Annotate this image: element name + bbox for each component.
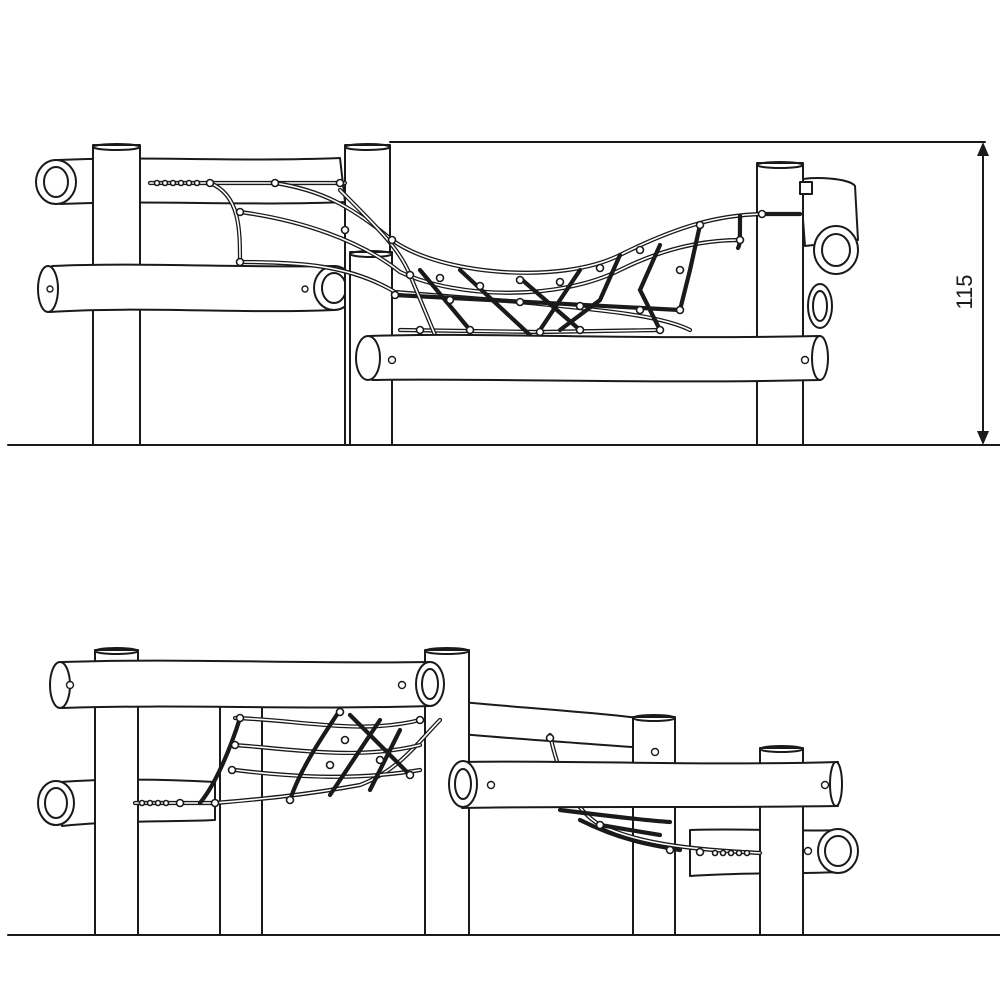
side-top-log-end [415, 661, 445, 707]
side-elevation-view [7, 647, 1000, 936]
rope-net-side-left [132, 707, 443, 808]
height-dimension-label: 115 [952, 274, 977, 309]
right-post [756, 162, 804, 446]
height-dimension: 115 [952, 142, 989, 445]
front-elevation-view: 115 [7, 141, 1000, 446]
side-post-2 [219, 705, 263, 936]
right-log-end-upper [813, 225, 859, 275]
front-lower-log [369, 333, 821, 383]
side-front-right-log-end [448, 760, 478, 808]
front-lower-log-end [811, 335, 829, 381]
side-left-lower-log-end [37, 780, 75, 826]
rope-net-top [147, 178, 803, 338]
left-upper-log-end [35, 159, 77, 205]
side-top-log [61, 659, 431, 709]
left-lower-log [49, 263, 336, 313]
side-front-right-log [459, 760, 839, 809]
rope-net-side-right [545, 732, 763, 857]
